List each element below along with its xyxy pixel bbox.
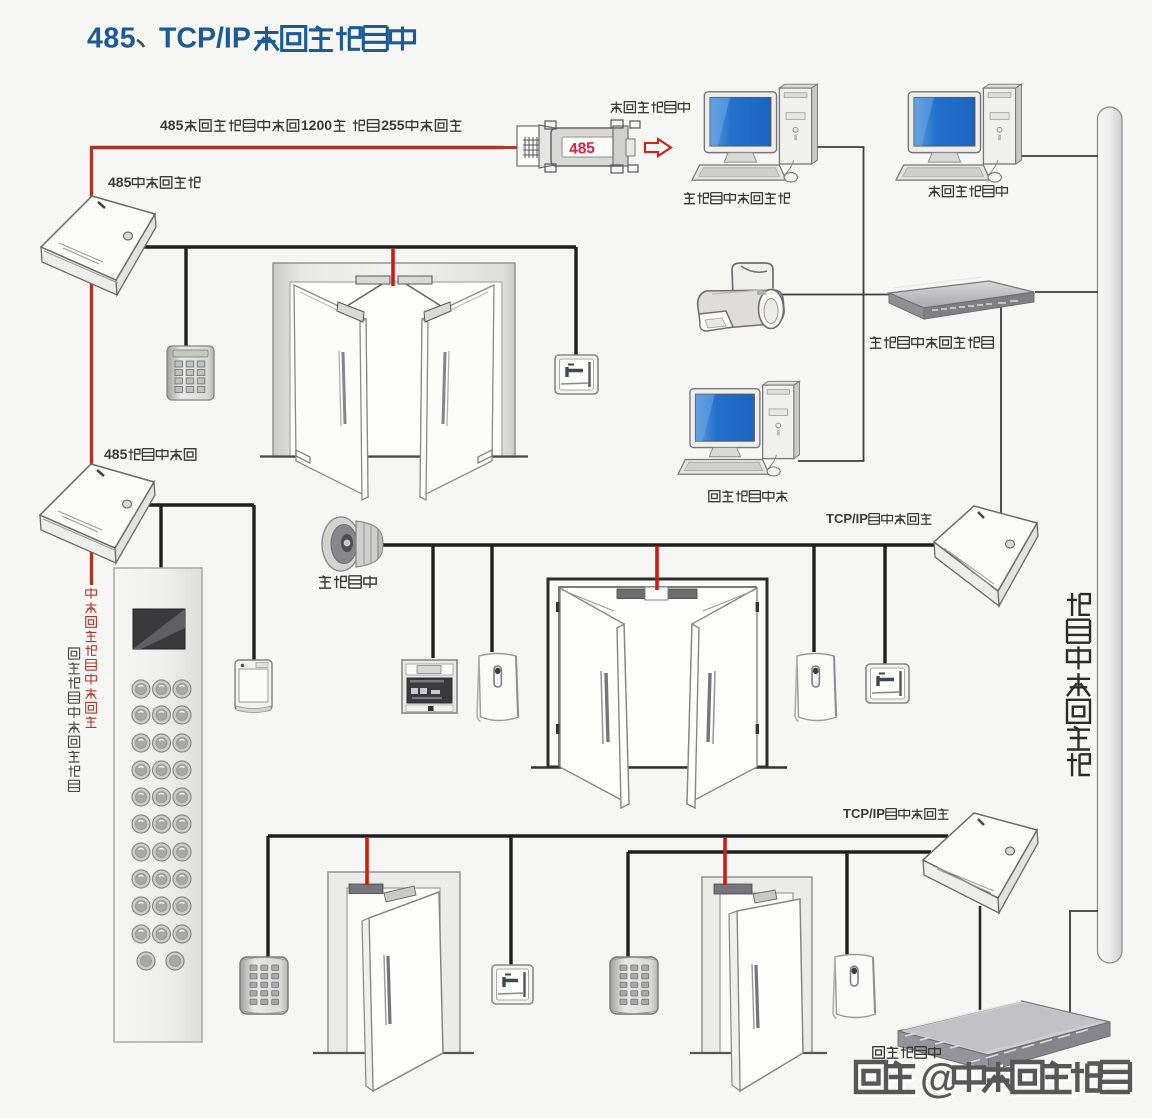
svg-text:TCP/IP: TCP/IP [843,806,885,821]
svg-text:TCP/IP: TCP/IP [159,23,251,55]
svg-text:485: 485 [87,23,136,55]
svg-text:485: 485 [160,117,184,133]
svg-text:1200: 1200 [301,117,332,133]
svg-text:255: 255 [381,117,405,133]
svg-text:485: 485 [108,174,132,190]
svg-text:TCP/IP: TCP/IP [826,511,868,526]
svg-text:485: 485 [104,446,128,462]
svg-text:485: 485 [569,140,596,158]
